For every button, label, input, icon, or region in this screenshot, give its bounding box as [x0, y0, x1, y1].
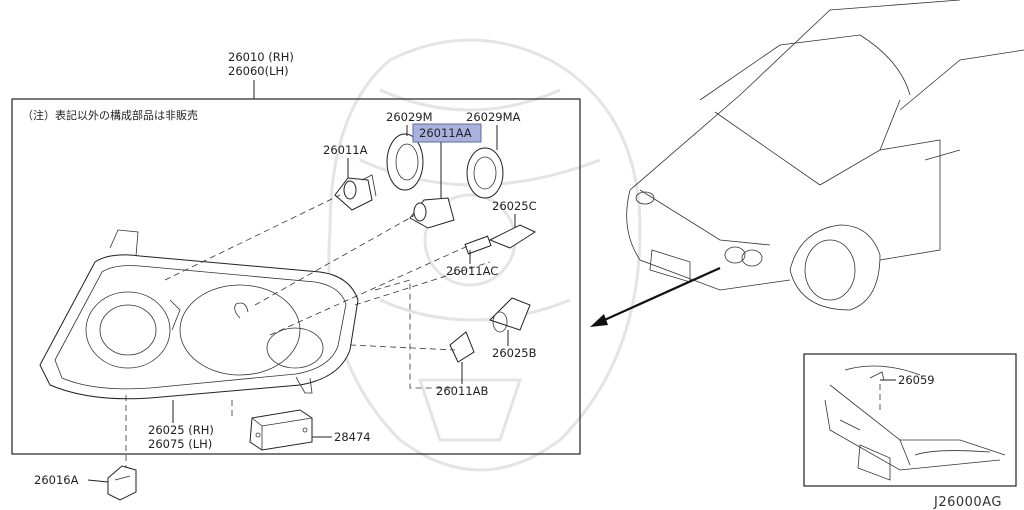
pointer-arrow [590, 266, 721, 327]
cap-26029ma [466, 147, 504, 199]
watermark-emblem [327, 38, 642, 472]
highlight-26011aa[interactable] [412, 123, 482, 143]
ballast-unit [249, 409, 313, 451]
label-28474: 28474 [334, 430, 371, 444]
label-26025b: 26025B [492, 346, 537, 360]
label-26011aa[interactable]: 26011AA [419, 126, 472, 140]
label-26029m: 26029M [386, 110, 433, 124]
label-26029ma: 26029MA [466, 110, 521, 124]
label-26016a: 26016A [34, 473, 79, 487]
note-non-sale: （注）表記以外の構成部品は非販売 [22, 108, 198, 122]
diagram-code: J26000AG [933, 495, 1002, 510]
inset-vehicle [824, 365, 1006, 481]
bulb-26011ab [449, 331, 475, 363]
label-26011ab: 26011AB [436, 384, 488, 398]
label-26025-rh: 26025 (RH) [148, 423, 214, 437]
socket-26025b [489, 297, 531, 333]
label-26059: 26059 [898, 373, 935, 387]
label-26075-lh: 26075 (LH) [148, 437, 212, 451]
clip-26016a [107, 465, 137, 501]
vehicle-illustration [626, 0, 1024, 311]
assembly-frame [11, 98, 581, 455]
label-26011a: 26011A [323, 143, 368, 157]
label-26011ac: 26011AC [446, 264, 498, 278]
bulb-26011aa [409, 197, 455, 229]
bulb-26011a [334, 174, 377, 211]
label-26025c: 26025C [492, 199, 537, 213]
headlamp-housing [39, 229, 359, 400]
label-26060-lh: 26060(LH) [228, 64, 289, 78]
label-26010-rh: 26010 (RH) [228, 50, 294, 64]
cap-26029m [386, 133, 424, 191]
socket-26025c [464, 224, 537, 255]
